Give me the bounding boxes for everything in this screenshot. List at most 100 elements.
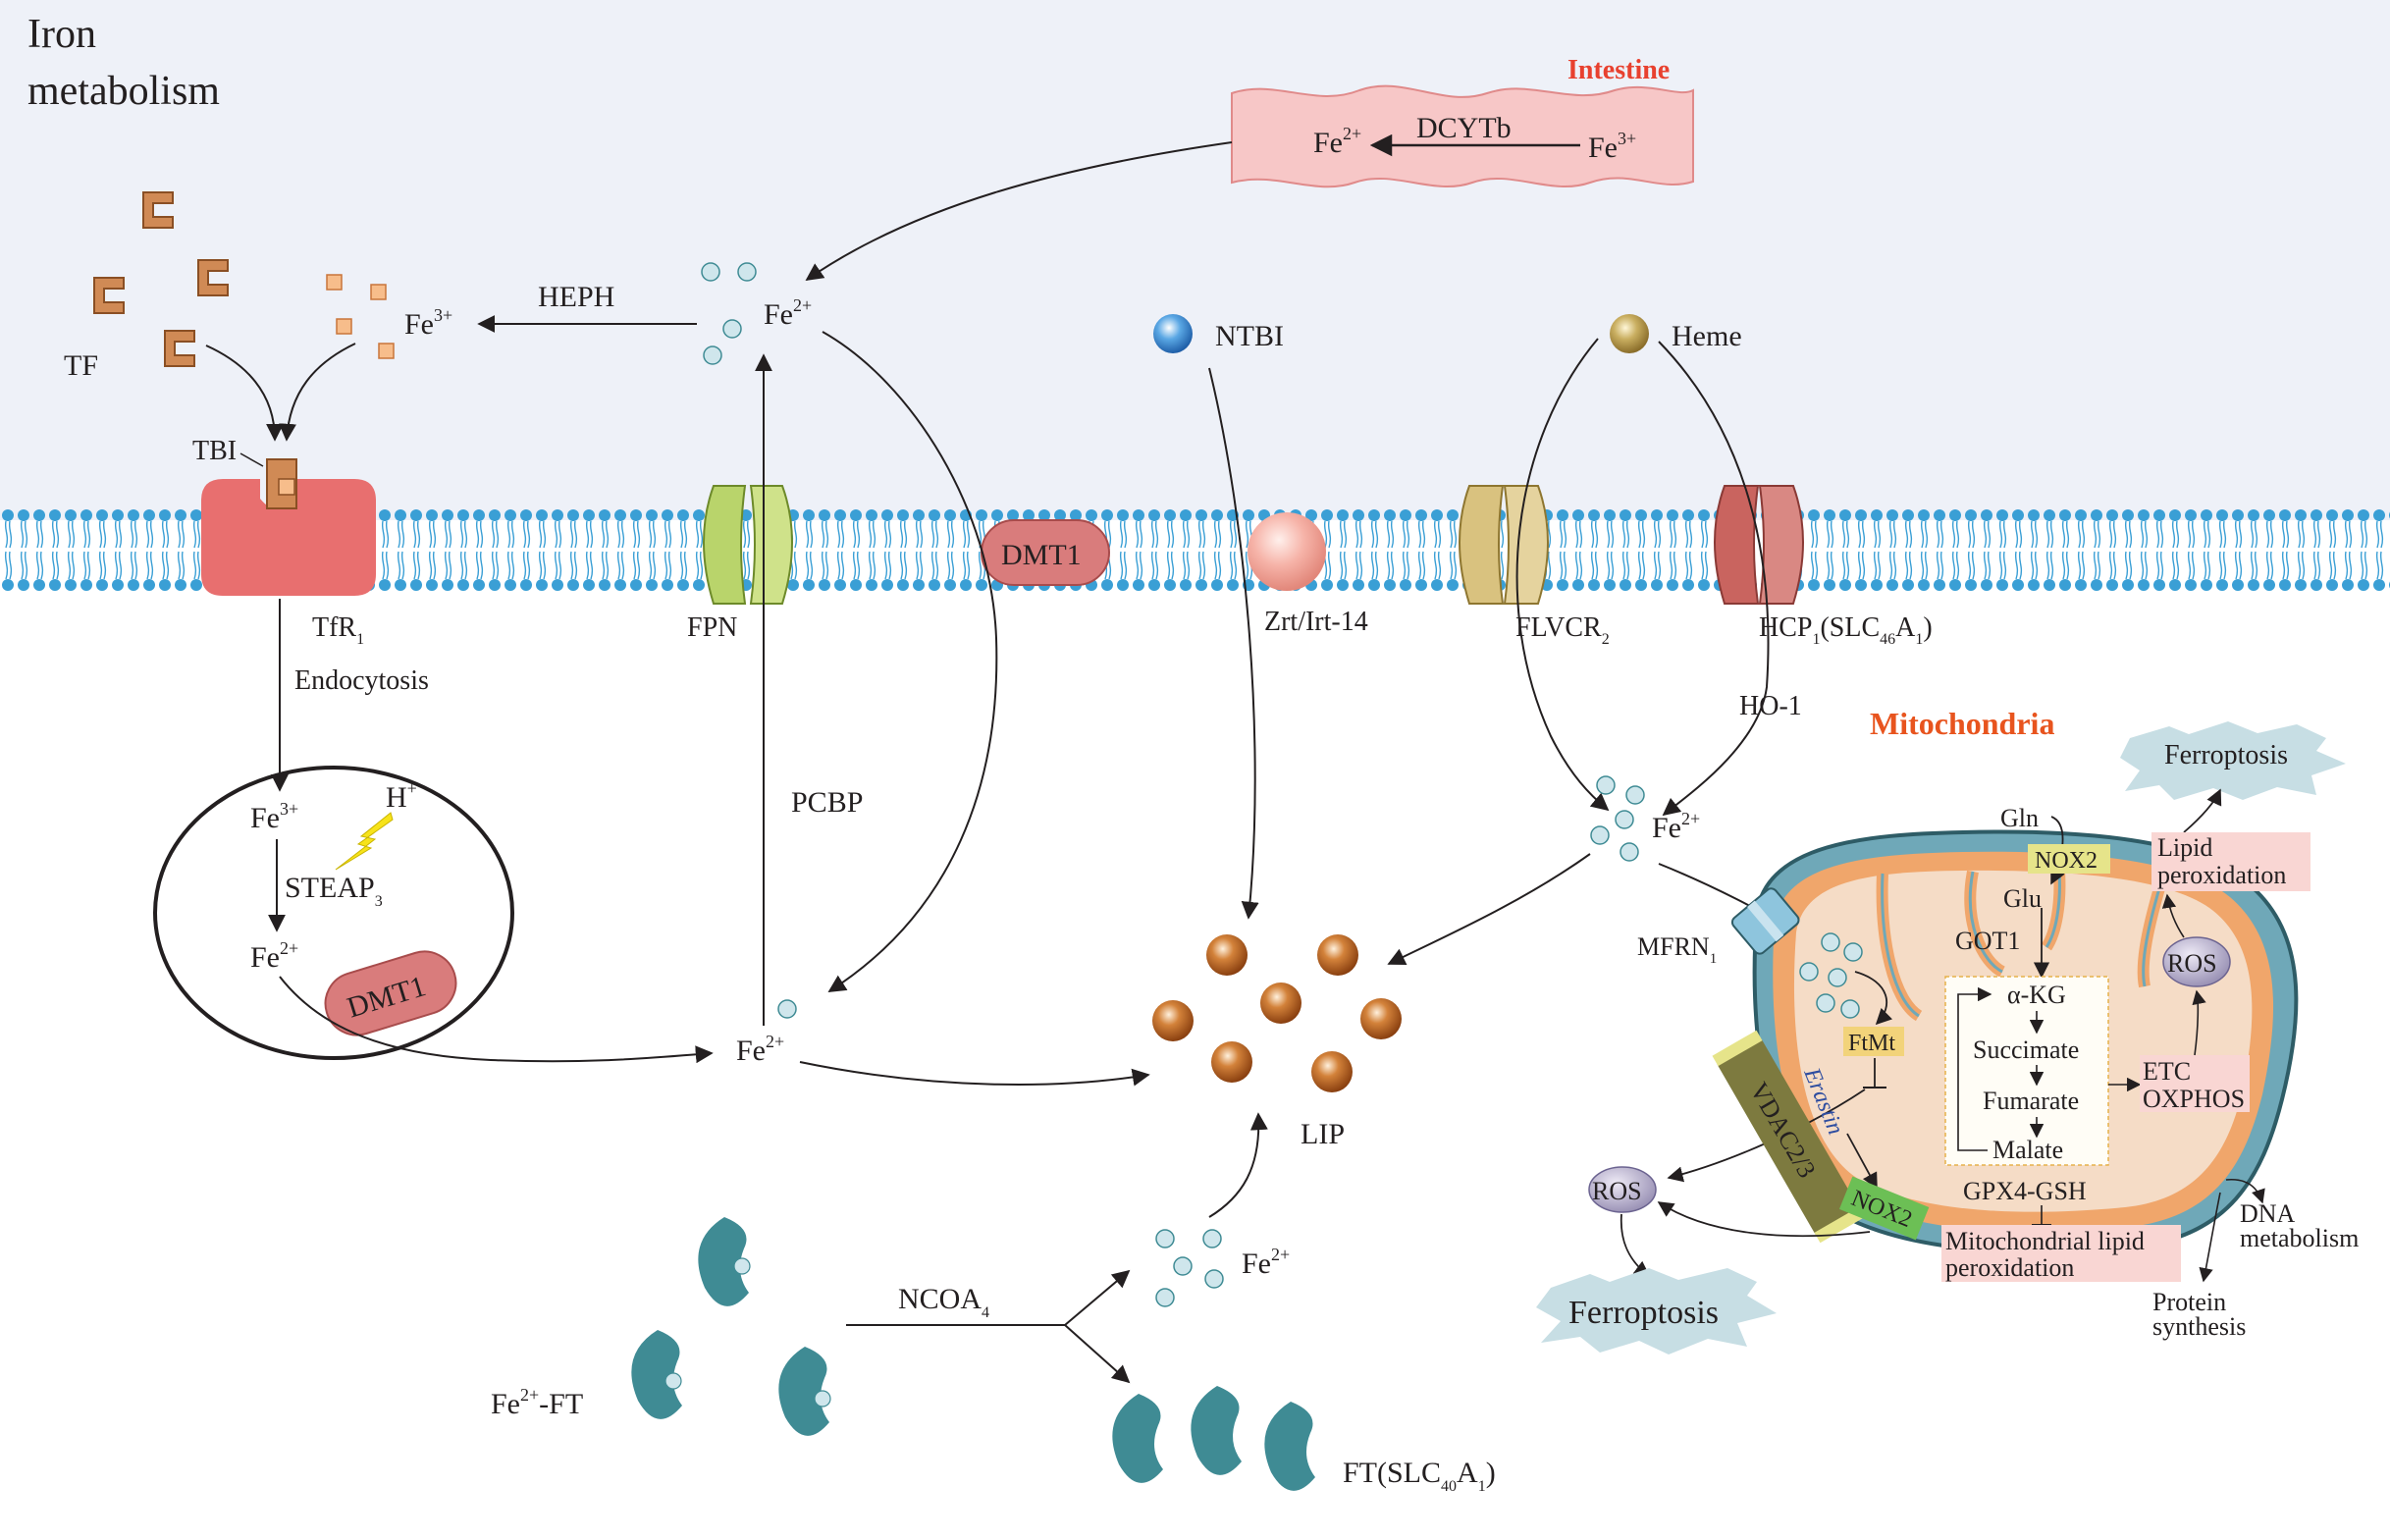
lipid-peroxidation-line2: peroxidation xyxy=(2157,861,2286,889)
ros-right xyxy=(2162,936,2231,987)
ferroptosis-bottom-label: Ferroptosis xyxy=(1568,1295,1719,1331)
ftmt-box xyxy=(1843,1027,1904,1056)
intestine-fe2: Fe2+ xyxy=(1313,124,1361,159)
ferritin-iron-dots xyxy=(664,1257,831,1407)
ntbi-icon xyxy=(1153,314,1193,353)
protein-synthesis-line2: synthesis xyxy=(2152,1312,2246,1341)
mfrn1-transporter xyxy=(1730,887,1800,955)
arrow-extracellular-fe2-to-cytosol xyxy=(822,331,998,992)
arrow-lipid-to-ferroptosis xyxy=(2183,788,2222,833)
lipid-peroxidation-box xyxy=(2151,832,2310,891)
ferroptosis-burst-bottom xyxy=(1536,1268,1777,1354)
vdac2-3: VDAC2/3 xyxy=(1712,1030,1865,1244)
arrow-heme-hcp xyxy=(1658,341,1770,817)
endosome-fe3-label: Fe3+ xyxy=(250,799,298,834)
arrow-ncoa4-ft xyxy=(1064,1324,1131,1384)
arrow-to-dna xyxy=(2225,1178,2265,1204)
heme-label: Heme xyxy=(1672,320,1742,352)
mito-lipid-peroxidation-box xyxy=(1941,1225,2181,1282)
flvcr2-label: FLVCR2 xyxy=(1515,612,1610,648)
hcp1-channel xyxy=(1714,485,1804,605)
cell-membrane xyxy=(0,508,2390,595)
succinate-label: Succimate xyxy=(1973,1036,2079,1064)
arrow-etc-to-ros xyxy=(2192,989,2206,1056)
transferrin-icons xyxy=(93,191,229,367)
ft-slc40a1-label: FT(SLC40A1) xyxy=(1343,1457,1496,1495)
zrt-irt-14-transporter xyxy=(1248,512,1326,591)
heme-derived-fe2-label: Fe2+ xyxy=(1652,809,1700,844)
arrow-heme-flvcr xyxy=(1515,338,1610,812)
endocytosis-label: Endocytosis xyxy=(294,665,429,696)
heph-label: HEPH xyxy=(538,281,614,313)
ros-right-label: ROS xyxy=(2167,949,2217,978)
ros-left xyxy=(1588,1166,1657,1213)
arrow-to-protein xyxy=(2199,1192,2221,1283)
tca-cycle-return-arrow xyxy=(1957,986,1992,1151)
dmt1-endosome: DMT1 xyxy=(324,950,457,1036)
intestine-label: Intestine xyxy=(1567,55,1670,85)
arrow-cytosol-fe2-to-lip xyxy=(799,1061,1150,1087)
lip-label: LIP xyxy=(1301,1118,1345,1150)
ntbi-label: NTBI xyxy=(1215,320,1284,352)
cytosol-fe2-label: Fe2+ xyxy=(736,1032,784,1067)
arrow-fe2-to-lip xyxy=(1387,853,1591,965)
labile-iron-pool xyxy=(1152,934,1402,1092)
diagram-title-line1: Iron xyxy=(27,12,96,57)
released-fe2-cluster xyxy=(1155,1229,1224,1307)
mfrn1-label: MFRN1 xyxy=(1637,932,1717,967)
dna-metabolism-line2: metabolism xyxy=(2240,1224,2359,1252)
lightning-icon xyxy=(335,812,394,871)
arrow-tf-to-tfr xyxy=(205,345,284,442)
extracellular-fe2-cluster xyxy=(701,262,757,365)
ferroptosis-top-label: Ferroptosis xyxy=(2164,740,2288,770)
protein-synthesis-line1: Protein xyxy=(2152,1288,2226,1316)
tbi-label: TBI xyxy=(192,436,237,466)
h-plus-label: H+ xyxy=(386,778,417,814)
ncoa4-label: NCOA4 xyxy=(898,1283,989,1321)
glu-label: Glu xyxy=(2003,884,2042,913)
ferroptosis-burst-top xyxy=(2120,721,2346,800)
intestine-fe3: Fe3+ xyxy=(1588,129,1636,164)
tfr1-receptor xyxy=(201,452,376,596)
mito-lipid-peroxidation-line1: Mitochondrial lipid xyxy=(1945,1227,2145,1255)
lipid-peroxidation-line1: Lipid xyxy=(2157,833,2212,862)
ftmt-label: FtMt xyxy=(1848,1031,1895,1056)
pcbp-label: PCBP xyxy=(791,786,863,819)
diagram-title-line2: metabolism xyxy=(27,69,220,114)
tfr1-label: TfR1 xyxy=(312,612,364,648)
arrow-endosome-to-cytosol-fe2 xyxy=(279,976,714,1064)
mito-fe2-cluster xyxy=(1799,932,1863,1019)
arrow-fe2-to-ftmt xyxy=(1854,971,1893,1026)
fe3-squares xyxy=(326,274,395,359)
nox2-yellow-box xyxy=(2028,844,2110,874)
hcp1-label: HCP1(SLC46A1) xyxy=(1759,612,1933,648)
flvcr2-channel xyxy=(1459,485,1549,605)
extracellular-fe2-label: Fe2+ xyxy=(764,295,812,331)
heme-icon xyxy=(1610,314,1649,353)
fe2-ft-label: Fe2+-FT xyxy=(491,1385,583,1420)
tf-label: TF xyxy=(64,349,98,382)
arrow-ncoa4-fe2 xyxy=(1064,1269,1131,1326)
zrt-irt-14-label: Zrt/Irt-14 xyxy=(1264,607,1368,637)
nox2-yellow-label: NOX2 xyxy=(2035,848,2098,874)
dna-metabolism-line1: DNA xyxy=(2240,1199,2296,1228)
arrow-intestine-to-fe2 xyxy=(805,141,1233,282)
oxphos-label: OXPHOS xyxy=(2143,1085,2245,1113)
etc-label: ETC xyxy=(2143,1057,2191,1086)
malate-label: Malate xyxy=(1992,1136,2063,1164)
cytosol-fe2-dot xyxy=(777,999,797,1019)
dmt1-transporter: DMT1 xyxy=(981,519,1110,586)
gln-label: Gln xyxy=(2000,804,2039,832)
ho1-label: HO-1 xyxy=(1739,691,1802,721)
akg-label: α-KG xyxy=(2007,981,2066,1009)
etc-oxphos-box xyxy=(2140,1055,2250,1112)
heme-derived-fe2-cluster xyxy=(1590,775,1645,862)
mito-lipid-peroxidation-line2: peroxidation xyxy=(1945,1253,2074,1282)
fumarate-label: Fumarate xyxy=(1983,1087,2079,1115)
erastin-arrow xyxy=(1846,1133,1878,1190)
mitochondria-title: Mitochondria xyxy=(1870,706,2054,741)
ferritin-bound-iron xyxy=(631,1217,829,1436)
tca-cycle-box xyxy=(1944,976,2109,1166)
dmt1-membrane-label: DMT1 xyxy=(1001,539,1082,571)
